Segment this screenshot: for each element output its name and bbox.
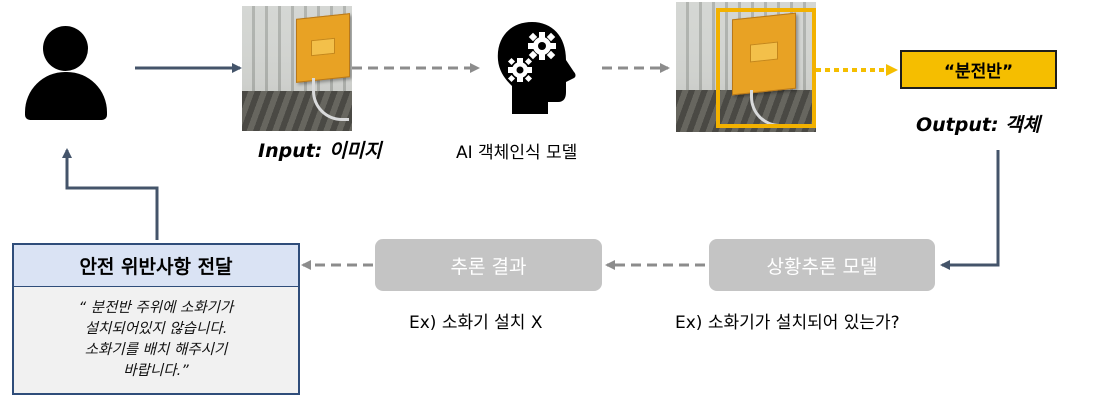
- output-label: Output: 객체: [916, 114, 1041, 136]
- input-image: [242, 6, 352, 131]
- panel-label: [311, 37, 335, 57]
- inference-result-box: 추론 결과: [375, 239, 602, 291]
- input-label: Input: 이미지: [258, 140, 382, 162]
- detected-image: [676, 2, 816, 132]
- ai-model-label: AI 객체인식 모델: [456, 143, 578, 163]
- notice-body: “ 분전반 주위에 소화기가 설치되어있지 않습니다. 소화기를 배치 해주시기…: [12, 287, 300, 395]
- arrow-notice-to-person: [62, 148, 159, 240]
- result-example: Ex) 소화기 설치 X: [409, 313, 543, 333]
- notice-message: “ 분전반 주위에 소화기가 설치되어있지 않습니다. 소화기를 배치 해주시기…: [78, 300, 234, 379]
- detection-bounding-box: [716, 8, 816, 128]
- distribution-panel: [296, 13, 350, 83]
- notice-title: 안전 위반사항 전달: [12, 243, 300, 288]
- user-icon-head: [43, 26, 88, 71]
- context-model-box: 상황추론 모델: [709, 239, 935, 291]
- output-object-box: “분전반”: [900, 50, 1057, 89]
- context-example: Ex) 소화기가 설치되어 있는가?: [675, 313, 900, 333]
- ai-brain-gears-icon: [497, 22, 576, 114]
- arrow-output-to-context: [940, 150, 1000, 270]
